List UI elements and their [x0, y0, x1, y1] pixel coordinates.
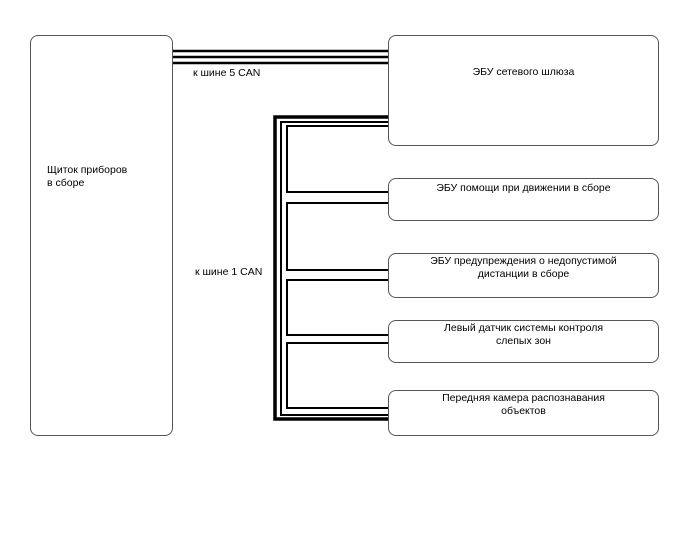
distance-warning-ecu-label-line2: дистанции в сборе — [477, 268, 570, 280]
instrument-cluster-box: Щиток приборов в сборе — [30, 35, 173, 436]
distance-warning-ecu-label-line1: ЭБУ предупреждения о недопустимой — [430, 255, 617, 267]
gateway-ecu-label: ЭБУ сетевого шлюза — [472, 66, 575, 78]
can5-bus-lines — [172, 49, 389, 65]
front-camera-label-line1: Передняя камера распознавания — [442, 392, 605, 404]
gateway-ecu-box: ЭБУ сетевого шлюза — [388, 35, 659, 146]
can1-bus-inner — [280, 121, 389, 416]
can5-bus-label: к шине 5 CAN — [193, 67, 261, 79]
blind-spot-sensor-label-line2: слепых зон — [496, 335, 551, 347]
can1-bus-outer — [273, 115, 389, 421]
distance-warning-ecu-box: ЭБУ предупреждения о недопустимой дистан… — [388, 253, 659, 298]
driving-assist-ecu-box: ЭБУ помощи при движении в сборе — [388, 178, 659, 221]
blind-spot-sensor-label-line1: Левый датчик системы контроля — [443, 322, 604, 334]
blind-spot-sensor-box: Левый датчик системы контроля слепых зон — [388, 320, 659, 363]
can1-bus-label: к шине 1 CAN — [195, 266, 263, 278]
instrument-cluster-label-line1: Щиток приборов — [47, 164, 128, 176]
instrument-cluster-label-line2: в сборе — [47, 177, 85, 189]
front-camera-box: Передняя камера распознавания объектов — [388, 390, 659, 436]
driving-assist-ecu-label: ЭБУ помощи при движении в сборе — [436, 182, 611, 194]
front-camera-label-line2: объектов — [501, 405, 546, 417]
